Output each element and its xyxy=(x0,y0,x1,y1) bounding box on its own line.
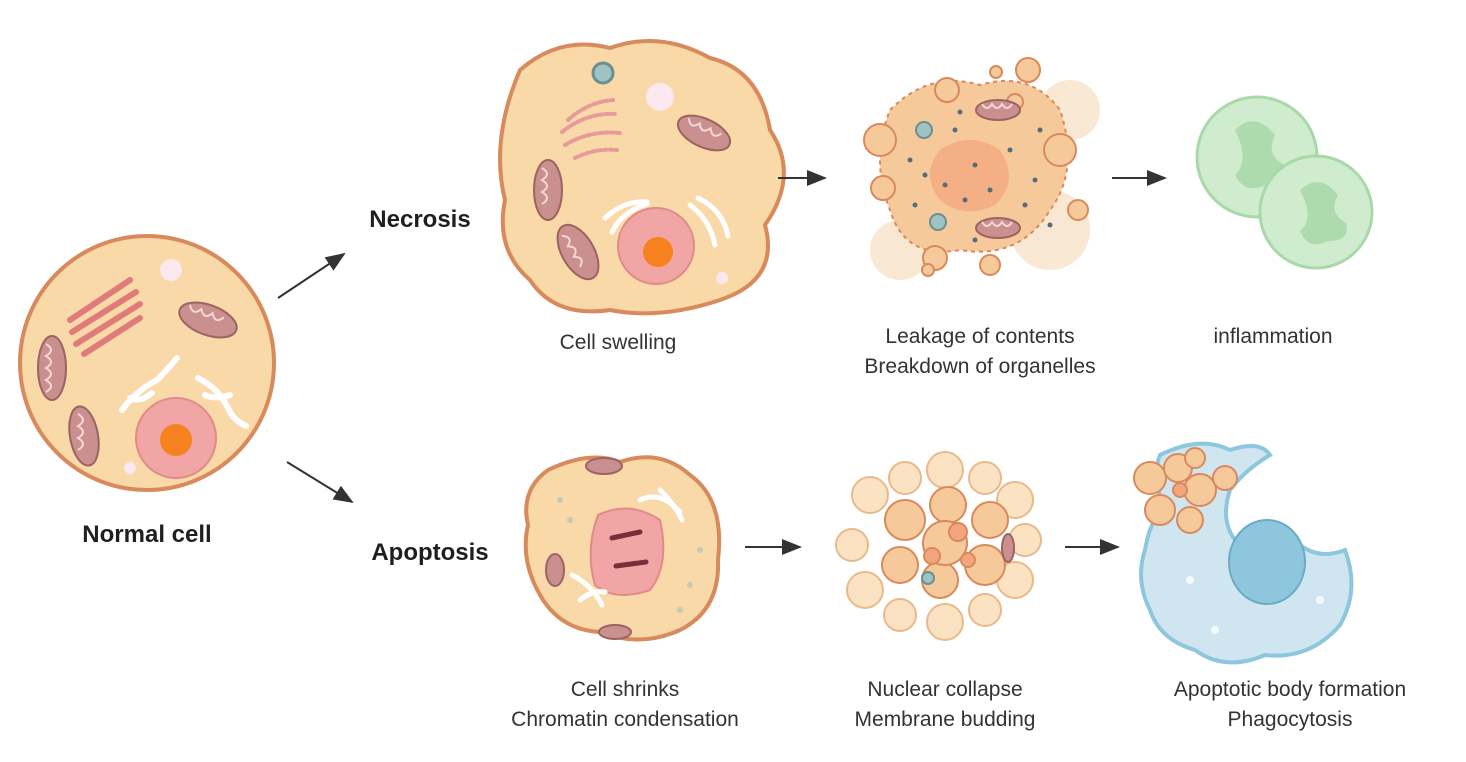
mitochondrion xyxy=(545,553,565,587)
phagocytosis-label-line1: Apoptotic body formation xyxy=(1173,678,1407,701)
leakage-label-line2: Breakdown of organelles xyxy=(864,355,1096,378)
cell-shrinks-label-line2: Chromatin condensation xyxy=(511,708,739,731)
vesicle xyxy=(591,61,615,85)
nuclear-collapse-label-line1: Nuclear collapse xyxy=(867,678,1023,701)
vesicle xyxy=(646,83,674,111)
mitochondrion xyxy=(178,301,238,339)
leakage-label: Leakage of contents Breakdown of organel… xyxy=(810,322,1150,382)
mitochondrion xyxy=(37,335,67,401)
swollen-cell xyxy=(498,38,786,316)
mitochondrion xyxy=(676,114,732,152)
shrunken-cell xyxy=(523,455,722,642)
golgi-apparatus xyxy=(560,98,622,160)
arrow-to-necrosis xyxy=(277,252,346,299)
necrosis-label: Necrosis xyxy=(369,206,471,233)
immune-cell xyxy=(1258,154,1374,270)
nuclear-collapse-label: Nuclear collapse Membrane budding xyxy=(820,675,1070,735)
macrophage-nucleus xyxy=(1228,519,1306,605)
mitochondrion xyxy=(556,223,600,281)
mitochondrion xyxy=(68,405,100,467)
phagocytosis-label: Apoptotic body formation Phagocytosis xyxy=(1125,675,1455,735)
normal-cell-label: Normal cell xyxy=(82,521,212,548)
golgi-apparatus xyxy=(67,277,143,357)
mitochondrion xyxy=(975,217,1021,239)
blebbing-cell xyxy=(835,451,1042,641)
inflammation-label: inflammation xyxy=(1213,325,1333,348)
nucleolus xyxy=(160,424,192,456)
leakage-label-line1: Leakage of contents xyxy=(885,325,1075,348)
apoptotic-bodies xyxy=(1133,447,1238,534)
cell-shrinks-label: Cell shrinks Chromatin condensation xyxy=(470,675,780,735)
vesicle xyxy=(915,121,933,139)
endoplasmic-reticulum xyxy=(119,355,249,429)
apoptosis-label: Apoptosis xyxy=(371,539,489,566)
vesicle xyxy=(921,571,935,585)
mitochondrion xyxy=(533,159,563,221)
endoplasmic-reticulum xyxy=(602,195,731,248)
cell-shrinks-label-line1: Cell shrinks xyxy=(570,678,680,701)
vesicle xyxy=(160,259,182,281)
vesicle xyxy=(929,213,947,231)
vesicle xyxy=(716,272,728,284)
normal-cell xyxy=(18,234,276,492)
vesicle xyxy=(124,462,136,474)
mitochondrion xyxy=(598,624,632,640)
mitochondrion xyxy=(975,99,1021,121)
ruptured-cell xyxy=(863,57,1100,280)
phagocytosis-label-line2: Phagocytosis xyxy=(1227,708,1353,731)
endoplasmic-reticulum xyxy=(569,487,685,608)
nucleolus xyxy=(643,237,673,267)
mitochondrion xyxy=(1001,533,1015,563)
nuclear-collapse-label-line2: Membrane budding xyxy=(854,708,1036,731)
mitochondrion xyxy=(585,457,623,475)
arrow-to-apoptosis xyxy=(286,461,354,504)
cell-swelling-label: Cell swelling xyxy=(559,331,677,354)
